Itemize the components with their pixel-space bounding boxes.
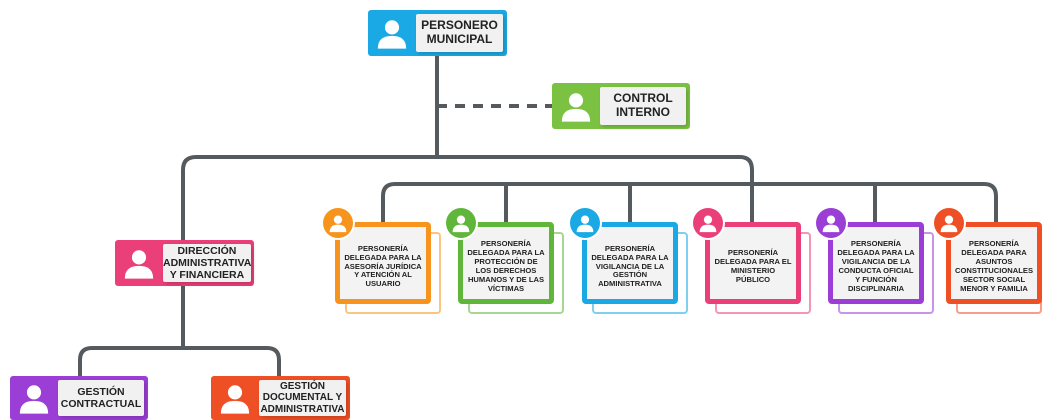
card-face: PERSONERÍA DELEGADA PARA LA PROTECCIÓN D… xyxy=(458,222,554,304)
delegate-label: PERSONERÍA DELEGADA PARA LA PROTECCIÓN D… xyxy=(467,239,545,293)
personero-municipal-label: PERSONERO MUNICIPAL xyxy=(416,14,503,52)
control-interno-box: CONTROL INTERNO xyxy=(552,83,690,129)
person-icon xyxy=(552,83,600,129)
delegate-card: PERSONERÍA DELEGADA PARA LA PROTECCIÓN D… xyxy=(446,208,564,314)
person-icon xyxy=(323,208,353,238)
delegate-card: PERSONERÍA DELEGADA PARA LA ASESORÍA JUR… xyxy=(323,208,441,314)
card-face: PERSONERÍA DELEGADA PARA EL MINISTERIO P… xyxy=(705,222,801,304)
connector-staff-horizontal xyxy=(78,346,281,378)
direccion-administrativa-box: DIRECCIÓN ADMINISTRATIVA Y FINANCIERA xyxy=(115,240,254,286)
delegate-card: PERSONERÍA DELEGADA PARA LA VIGILANCIA D… xyxy=(570,208,688,314)
gestion-contractual-box: GESTIÓN CONTRACTUAL xyxy=(10,376,148,420)
person-icon xyxy=(693,208,723,238)
gestion-documental-box: GESTIÓN DOCUMENTAL Y ADMINISTRATIVA xyxy=(211,376,350,420)
person-icon xyxy=(934,208,964,238)
delegate-card: PERSONERÍA DELEGADA PARA EL MINISTERIO P… xyxy=(693,208,811,314)
delegate-label: PERSONERÍA DELEGADA PARA LA ASESORÍA JUR… xyxy=(344,243,422,289)
person-icon xyxy=(368,10,416,56)
person-icon xyxy=(570,208,600,238)
person-icon xyxy=(211,376,259,420)
delegate-card: PERSONERÍA DELEGADA PARA ASUNTOS CONSTIT… xyxy=(934,208,1042,314)
card-face: PERSONERÍA DELEGADA PARA LA ASESORÍA JUR… xyxy=(335,222,431,304)
person-icon xyxy=(446,208,476,238)
direccion-administrativa-label: DIRECCIÓN ADMINISTRATIVA Y FINANCIERA xyxy=(163,244,252,282)
delegate-label: PERSONERÍA DELEGADA PARA EL MINISTERIO P… xyxy=(714,248,792,284)
delegate-card: PERSONERÍA DELEGADA PARA LA VIGILANCIA D… xyxy=(816,208,934,314)
connector-main-horizontal xyxy=(181,155,754,247)
delegate-label: PERSONERÍA DELEGADA PARA LA VIGILANCIA D… xyxy=(591,243,669,289)
person-icon xyxy=(10,376,58,420)
person-icon xyxy=(816,208,846,238)
delegate-label: PERSONERÍA DELEGADA PARA ASUNTOS CONSTIT… xyxy=(954,239,1034,293)
card-face: PERSONERÍA DELEGADA PARA LA VIGILANCIA D… xyxy=(828,222,924,304)
personero-municipal-box: PERSONERO MUNICIPAL xyxy=(368,10,507,56)
delegate-label: PERSONERÍA DELEGADA PARA LA VIGILANCIA D… xyxy=(837,239,915,293)
gestion-documental-label: GESTIÓN DOCUMENTAL Y ADMINISTRATIVA xyxy=(259,380,346,416)
gestion-contractual-label: GESTIÓN CONTRACTUAL xyxy=(58,380,144,416)
connector-delegates-horizontal xyxy=(381,182,998,224)
control-interno-label: CONTROL INTERNO xyxy=(600,87,686,125)
card-face: PERSONERÍA DELEGADA PARA LA VIGILANCIA D… xyxy=(582,222,678,304)
person-icon xyxy=(115,240,163,286)
card-face: PERSONERÍA DELEGADA PARA ASUNTOS CONSTIT… xyxy=(946,222,1042,304)
